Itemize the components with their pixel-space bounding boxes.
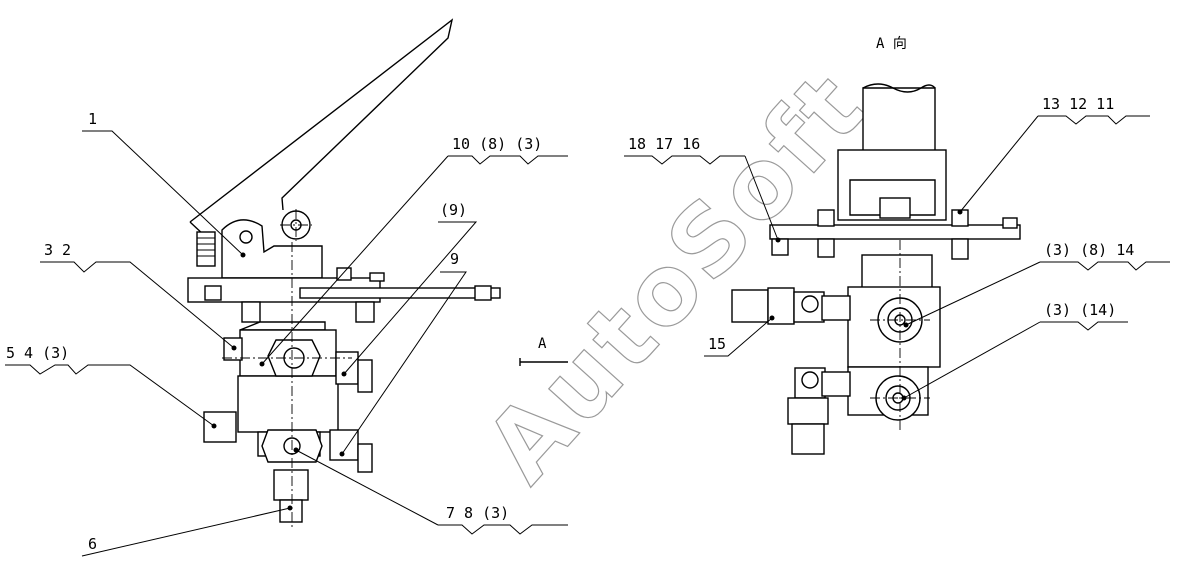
callout-10-8-3: 10 (8) (3) xyxy=(452,135,542,153)
callout-3-8-14: (3) (8) 14 xyxy=(1044,241,1134,259)
callout-13-12-11: 13 12 11 xyxy=(1042,95,1114,113)
callout-6: 6 xyxy=(88,535,97,553)
callout-3-14: (3) (14) xyxy=(1044,301,1116,319)
callout-1: 1 xyxy=(88,110,97,128)
callout-18-17-16: 18 17 16 xyxy=(628,135,700,153)
section-marker-a: A xyxy=(538,336,547,352)
callout-9-paren: (9) xyxy=(440,201,467,219)
leader-lines xyxy=(5,115,1170,557)
callout-labels: 1 3 2 5 4 (3) 10 (8) (3) (9) 9 7 8 (3) 6… xyxy=(6,36,1134,553)
callout-5-4-3: 5 4 (3) xyxy=(6,344,69,362)
callout-15: 15 xyxy=(708,335,726,353)
pedal-lever xyxy=(189,18,454,223)
left-view-assembly xyxy=(187,18,568,530)
callout-7-8-3: 7 8 (3) xyxy=(446,504,509,522)
callout-9: 9 xyxy=(450,250,459,268)
pedal-bracket xyxy=(221,219,323,279)
right-view-assembly xyxy=(731,83,1021,455)
view-title: A 向 xyxy=(876,36,907,52)
callout-3-2: 3 2 xyxy=(44,241,71,259)
valve-body xyxy=(239,321,326,331)
